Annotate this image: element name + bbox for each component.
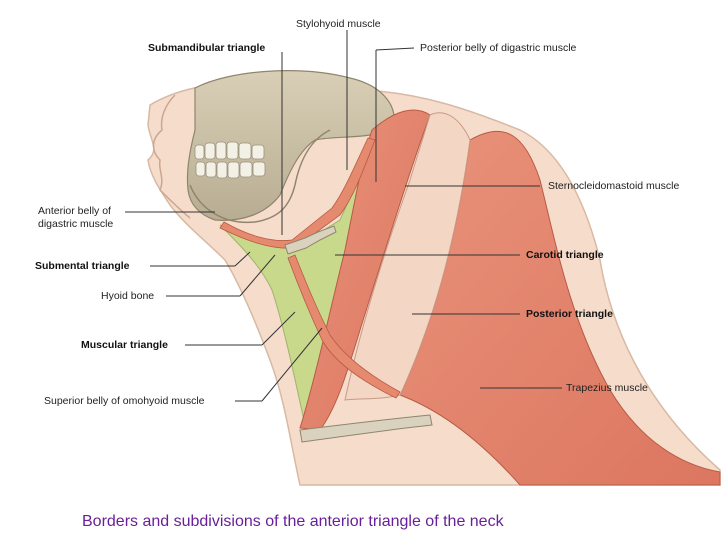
leader-lines	[125, 30, 562, 402]
posterior-triangle-region	[344, 112, 471, 401]
face-profile	[152, 94, 191, 219]
clavicle	[299, 414, 433, 443]
label-anterior-belly-digastric-line1: Anterior belly of	[38, 205, 111, 217]
hyoid-bone-shape	[284, 225, 337, 255]
label-submandibular-triangle: Submandibular triangle	[148, 42, 266, 54]
skull	[186, 70, 395, 221]
label-hyoid-bone: Hyoid bone	[101, 290, 155, 302]
teeth	[194, 141, 266, 179]
omohyoid-muscle	[287, 254, 401, 399]
label-submental-triangle: Submental triangle	[35, 260, 130, 272]
label-anterior-belly-digastric-line2: digastric muscle	[38, 218, 114, 230]
label-trapezius-muscle: Trapezius muscle	[566, 382, 648, 394]
label-carotid-triangle: Carotid triangle	[526, 249, 604, 261]
label-superior-belly-omohyoid: Superior belly of omohyoid muscle	[44, 395, 205, 407]
label-sternocleidomastoid-muscle: Sternocleidomastoid muscle	[548, 180, 680, 192]
label-posterior-triangle: Posterior triangle	[526, 308, 613, 320]
label-stylohyoid-muscle: Stylohyoid muscle	[296, 18, 381, 30]
digastric-muscle	[219, 137, 376, 249]
label-posterior-belly-digastric: Posterior belly of digastric muscle	[420, 42, 577, 54]
figure-caption: Borders and subdivisions of the anterior…	[82, 513, 504, 530]
label-muscular-triangle: Muscular triangle	[81, 339, 168, 351]
